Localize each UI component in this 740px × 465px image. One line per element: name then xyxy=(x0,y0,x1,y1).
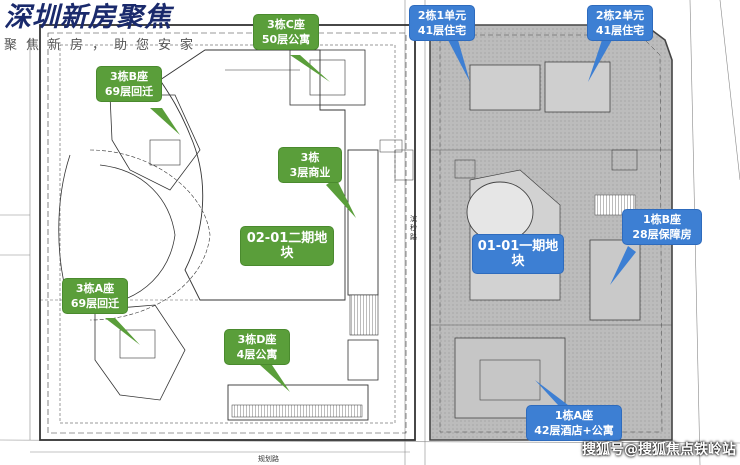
callout-building-3d: 3栋D座 4层公寓 xyxy=(224,329,290,365)
callout-1b-line2: 28层保障房 xyxy=(632,228,692,241)
callout-3b-line2: 69层回迁 xyxy=(104,85,154,98)
brand-title: 深圳新房聚焦 xyxy=(4,2,172,33)
road-label-middle: 滨 秒 路 xyxy=(410,215,417,241)
callout-building-2-unit1: 2栋1单元 41层住宅 xyxy=(409,5,475,41)
callout-2u1-line1: 2栋1单元 xyxy=(417,9,467,22)
callout-1a-line1: 1栋A座 xyxy=(554,409,594,422)
source-watermark: 搜狐号@搜狐焦点铁岭站 xyxy=(582,442,736,458)
callout-2u2-line2: 41层住宅 xyxy=(595,24,645,37)
callout-3a-line2: 69层回迁 xyxy=(70,297,120,310)
road-label-bottom: 规划路 xyxy=(258,455,279,463)
callout-plot-01-01: 01-01一期地块 xyxy=(472,234,564,274)
callout-building-3: 3栋 3层商业 xyxy=(278,147,342,183)
callout-3b-line1: 3栋B座 xyxy=(109,70,149,83)
callout-3c-line2: 50层公寓 xyxy=(261,33,311,46)
callout-building-2-unit2: 2栋2单元 41层住宅 xyxy=(587,5,653,41)
callout-2u2-line1: 2栋2单元 xyxy=(595,9,645,22)
callout-pointers xyxy=(105,55,356,392)
callout-building-3a: 3栋A座 69层回迁 xyxy=(62,278,128,314)
callout-building-1a: 1栋A座 42层酒店+公寓 xyxy=(526,405,622,441)
callout-1a-line2: 42层酒店+公寓 xyxy=(534,424,614,437)
callout-3a-line1: 3栋A座 xyxy=(75,282,115,295)
brand-header: 深圳新房聚焦 聚焦新房，助您安家 xyxy=(4,2,202,53)
callout-3c-line1: 3栋C座 xyxy=(267,18,305,31)
callout-3d-line2: 4层公寓 xyxy=(236,348,278,361)
callout-plot-02-01: 02-01二期地块 xyxy=(240,226,334,266)
brand-subtitle: 聚焦新房，助您安家 xyxy=(4,38,203,53)
callout-building-3c: 3栋C座 50层公寓 xyxy=(253,14,319,50)
callout-pointers-blue xyxy=(448,40,636,405)
callout-building-3b: 3栋B座 69层回迁 xyxy=(96,66,162,102)
callout-1b-line1: 1栋B座 xyxy=(642,213,682,226)
callout-building-1b: 1栋B座 28层保障房 xyxy=(622,209,702,245)
callout-3d-line1: 3栋D座 xyxy=(237,333,277,346)
callout-2u1-line2: 41层住宅 xyxy=(417,24,467,37)
callout-3-line2: 3层商业 xyxy=(289,166,331,179)
callout-3-line1: 3栋 xyxy=(300,151,320,164)
plot-01-01 xyxy=(429,24,673,441)
